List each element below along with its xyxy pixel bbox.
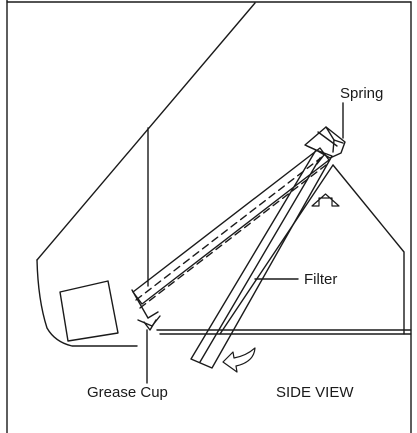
grease-cup-box [59,280,119,342]
spring-clip [304,126,346,159]
up-arrow-icon [311,193,340,207]
rotate-arrow-icon [222,347,256,373]
frame-border [6,0,412,433]
filter-label: Filter [304,271,338,288]
side-view-label: SIDE VIEW [276,384,354,401]
filter-guide-triangle [219,164,405,335]
filter-removed-position [190,145,333,369]
spring-label: Spring [340,85,384,102]
hood-body [36,2,412,347]
grease-cup-label: Grease Cup [87,384,168,401]
grease-cup-bracket [137,315,161,384]
